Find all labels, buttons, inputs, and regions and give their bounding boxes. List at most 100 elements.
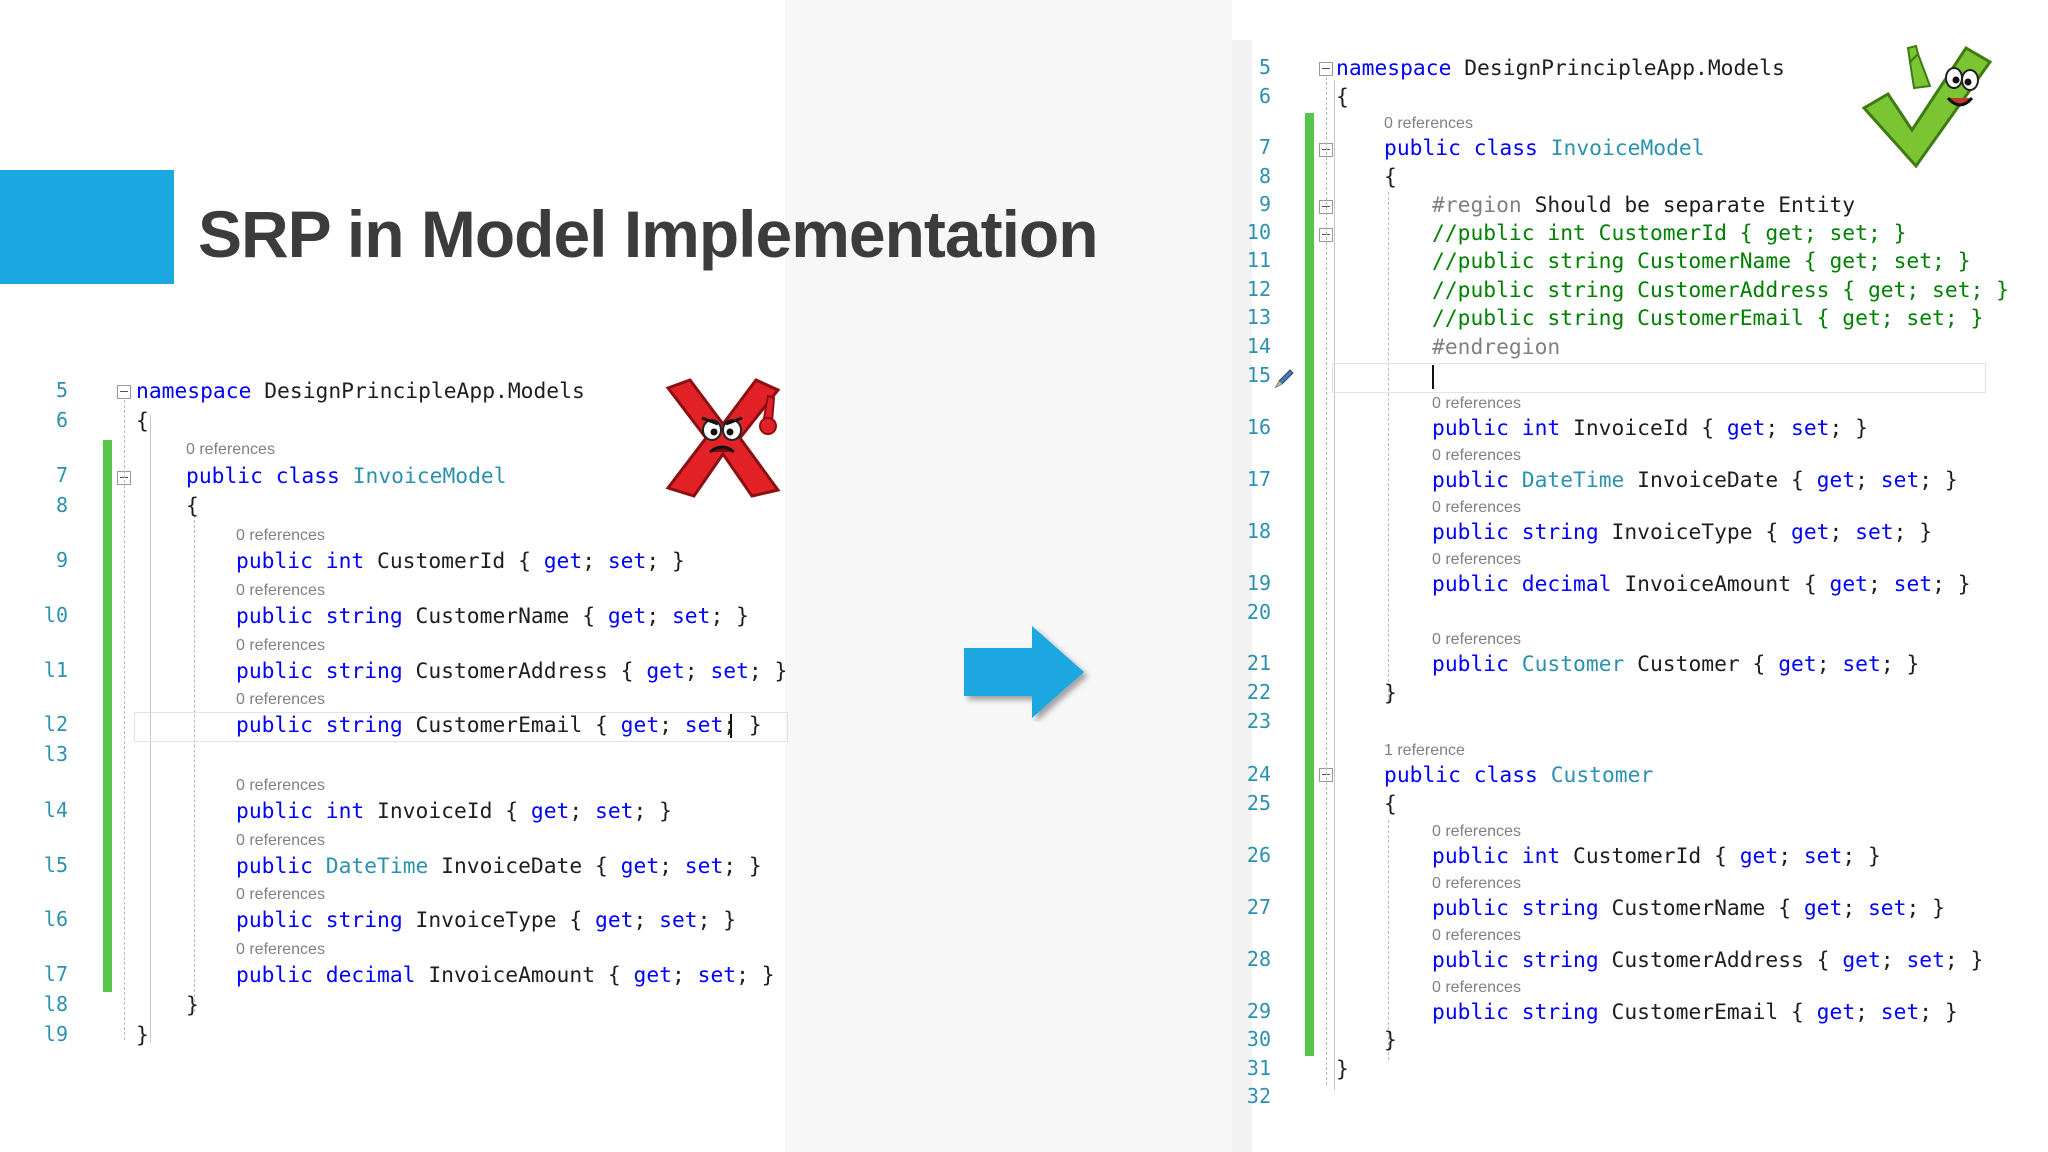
line-number: l3 [43, 742, 68, 766]
references-count[interactable]: 0 references [1432, 631, 1521, 648]
references-count[interactable]: 0 references [1384, 115, 1473, 132]
collapse-toggle[interactable] [1319, 62, 1333, 76]
code-line-region: #region Should be separate Entity [1432, 193, 1856, 218]
line-number: 20 [1246, 600, 1271, 624]
code-line-property: public string CustomerName { get; set; } [1432, 896, 1945, 921]
references-count[interactable]: 0 references [1432, 395, 1521, 412]
references-count[interactable]: 0 references [1432, 823, 1521, 840]
code-line-class: public class InvoiceModel [186, 464, 507, 489]
line-number: 12 [1246, 277, 1271, 301]
right-panel-margin [1232, 40, 1252, 1152]
code-line-property: public decimal InvoiceAmount { get; set;… [1432, 572, 1971, 597]
line-number: 14 [1246, 334, 1271, 358]
code-line-endregion: #endregion [1432, 335, 1561, 360]
code-line-open-brace: { [1336, 85, 1349, 110]
line-number: 7 [55, 463, 68, 487]
references-count[interactable]: 0 references [236, 637, 325, 654]
references-count[interactable]: 0 references [1432, 927, 1521, 944]
references-count[interactable]: 0 references [186, 441, 275, 458]
line-number: 22 [1246, 680, 1271, 704]
line-number: 13 [1246, 305, 1271, 329]
text-cursor [730, 714, 732, 738]
red-x-cartoon-icon [665, 378, 781, 498]
edit-pencil-icon [1274, 369, 1294, 389]
title-accent-block [0, 170, 174, 284]
code-line-close-brace: } [136, 1023, 149, 1048]
references-count[interactable]: 0 references [1432, 551, 1521, 568]
indent-guide [1334, 80, 1335, 1090]
references-count[interactable]: 0 references [1432, 875, 1521, 892]
references-count[interactable]: 0 references [236, 582, 325, 599]
code-line-property: public int CustomerId { get; set; } [1432, 844, 1881, 869]
references-count[interactable]: 0 references [1432, 979, 1521, 996]
right-background [1232, 0, 2048, 1152]
line-number: 28 [1246, 947, 1271, 971]
code-line-property: public DateTime InvoiceDate { get; set; … [236, 854, 762, 879]
change-indicator-bar [103, 440, 112, 992]
code-line-comment: //public string CustomerEmail { get; set… [1432, 306, 1984, 331]
references-count[interactable]: 0 references [236, 941, 325, 958]
code-line-property: public string CustomerEmail { get; set; … [1432, 1000, 1958, 1025]
references-count[interactable]: 0 references [236, 777, 325, 794]
line-number: 8 [55, 493, 68, 517]
line-number: 29 [1246, 999, 1271, 1023]
change-indicator-bar [1305, 113, 1314, 413]
line-number: l0 [43, 603, 68, 627]
code-line-close-brace: } [1384, 681, 1397, 706]
indent-guide [1326, 77, 1327, 1085]
line-number: 6 [55, 408, 68, 432]
code-line-property: public string CustomerAddress { get; set… [1432, 948, 1984, 973]
code-line-close-brace: } [186, 993, 199, 1018]
collapse-toggle[interactable] [117, 385, 131, 399]
line-number: 27 [1246, 895, 1271, 919]
references-count[interactable]: 0 references [1432, 447, 1521, 464]
references-count[interactable]: 0 references [236, 886, 325, 903]
line-number: 11 [1246, 248, 1271, 272]
line-number: 5 [55, 378, 68, 402]
line-number: 6 [1258, 84, 1271, 108]
indent-guide [1388, 192, 1389, 702]
code-line-open-brace: { [1384, 165, 1397, 190]
code-line-comment: //public int CustomerId { get; set; } [1432, 221, 1907, 246]
code-line-close-brace: } [1384, 1028, 1397, 1053]
text-cursor [1432, 365, 1434, 389]
line-number: l5 [43, 853, 68, 877]
change-indicator-bar [1305, 413, 1314, 1056]
references-count[interactable]: 0 references [236, 527, 325, 544]
line-number: 5 [1258, 55, 1271, 79]
code-line-property: public DateTime InvoiceDate { get; set; … [1432, 468, 1958, 493]
middle-background [785, 0, 1263, 1152]
slide-title: SRP in Model Implementation [198, 197, 1099, 271]
line-number: l6 [43, 907, 68, 931]
indent-guide [150, 415, 151, 1043]
code-line-namespace: namespace DesignPrincipleApp.Models [1336, 56, 1785, 81]
code-line-property: public decimal InvoiceAmount { get; set;… [236, 963, 775, 988]
references-count[interactable]: 0 references [236, 832, 325, 849]
code-line-namespace: namespace DesignPrincipleApp.Models [136, 379, 585, 404]
line-number: 30 [1246, 1027, 1271, 1051]
code-line-comment: //public string CustomerName { get; set;… [1432, 249, 1971, 274]
code-line-property: public string CustomerAddress { get; set… [236, 659, 788, 684]
indent-guide [124, 400, 125, 1040]
code-line-comment: //public string CustomerAddress { get; s… [1432, 278, 2009, 303]
line-number: l9 [43, 1022, 68, 1046]
code-line-property: public string CustomerEmail { get; set; … [236, 713, 762, 738]
line-number: 21 [1246, 651, 1271, 675]
references-count[interactable]: 0 references [236, 691, 325, 708]
line-number: 17 [1246, 467, 1271, 491]
line-number: 9 [1258, 192, 1271, 216]
line-number: 8 [1258, 164, 1271, 188]
line-number: 15 [1246, 363, 1271, 387]
code-line-class: public class Customer [1384, 763, 1654, 788]
line-number: 7 [1258, 135, 1271, 159]
code-line-property: public string CustomerName { get; set; } [236, 604, 749, 629]
line-number: l8 [43, 992, 68, 1016]
indent-guide [194, 515, 195, 1012]
line-number: 24 [1246, 762, 1271, 786]
references-count[interactable]: 0 references [1432, 499, 1521, 516]
line-number: 18 [1246, 519, 1271, 543]
references-count[interactable]: 1 reference [1384, 742, 1465, 759]
indent-guide [1388, 820, 1389, 1060]
line-number: 16 [1246, 415, 1271, 439]
code-line-class: public class InvoiceModel [1384, 136, 1705, 161]
